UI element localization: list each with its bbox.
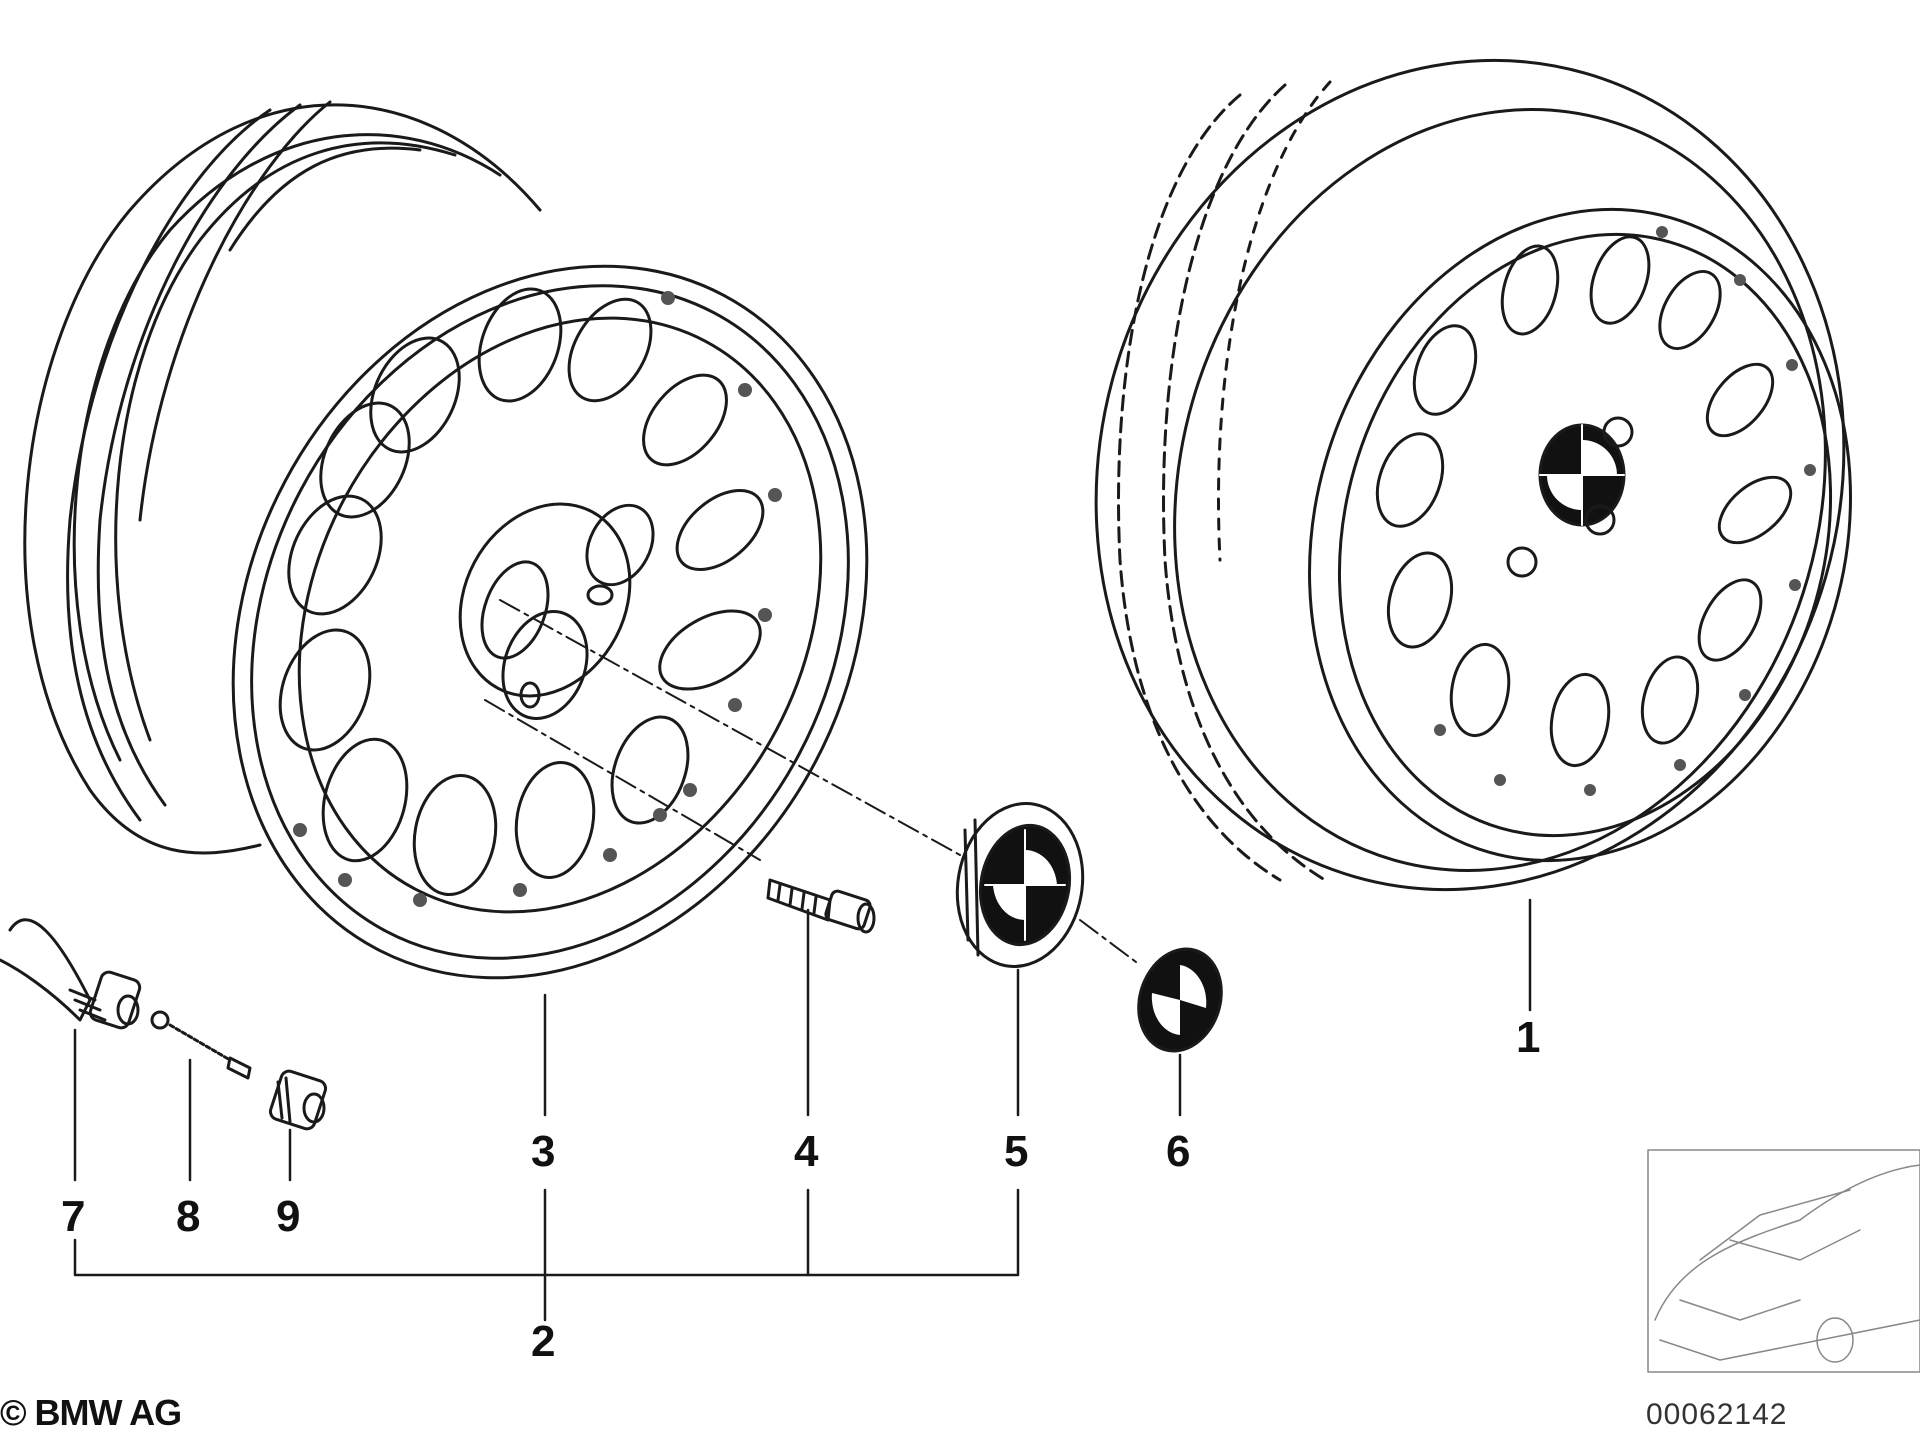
part-label-8[interactable]: 8 bbox=[176, 1192, 201, 1241]
part-label-7[interactable]: 7 bbox=[61, 1192, 86, 1241]
leader-lines bbox=[73, 898, 1532, 1322]
wheel-bolt-drawing bbox=[766, 878, 876, 934]
part-label-6[interactable]: 6 bbox=[1166, 1127, 1191, 1176]
emblem-drawing bbox=[1137, 947, 1223, 1053]
complete-wheel-drawing bbox=[1094, 58, 1852, 892]
part-label-4[interactable]: 4 bbox=[794, 1127, 819, 1176]
part-label-9[interactable]: 9 bbox=[276, 1192, 301, 1241]
part-label-3[interactable]: 3 bbox=[531, 1127, 556, 1176]
part-label-2[interactable]: 2 bbox=[531, 1317, 556, 1366]
valve-drawing bbox=[0, 918, 142, 1030]
vehicle-thumbnail bbox=[1647, 1149, 1920, 1373]
rim-drawing bbox=[23, 100, 869, 980]
assembly-axis-lines bbox=[484, 599, 1141, 966]
hub-cap-drawing bbox=[955, 802, 1085, 968]
valve-cap-drawing bbox=[268, 1069, 328, 1131]
valve-insert-drawing bbox=[150, 1010, 252, 1080]
copyright-notice: © BMW AG bbox=[0, 1392, 182, 1433]
part-label-5[interactable]: 5 bbox=[1004, 1127, 1029, 1176]
part-label-1[interactable]: 1 bbox=[1516, 1013, 1541, 1062]
document-number: 00062142 bbox=[1646, 1398, 1788, 1431]
